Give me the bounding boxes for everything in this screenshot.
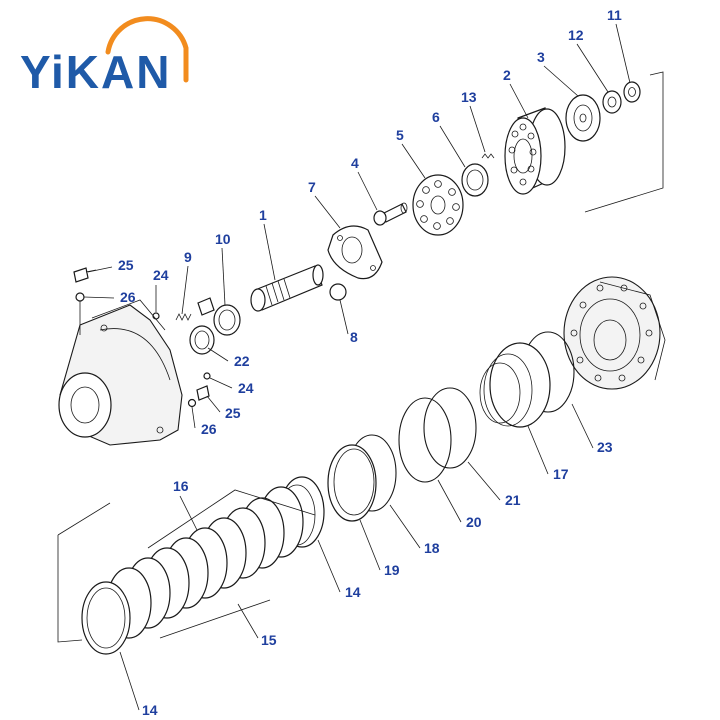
callout-c25a: 25 [118,257,134,273]
part-4-piston [373,202,408,226]
part-8-ball [329,283,347,301]
callout-c21: 21 [505,492,521,508]
logo-text: YiKAN [20,46,171,98]
part-7-swash-plate [327,225,383,280]
part-26-seal-bottom [187,398,197,408]
callout-c7: 7 [308,179,316,195]
motor-housing [58,299,183,446]
callout-labels: 11 12 3 2 13 6 5 4 7 1 10 9 25 24 26 8 22 24 25 26 23 17 16 21 2… [118,7,622,718]
leader-lines [79,23,631,711]
part-1-shaft [250,264,324,312]
part-13-spring [481,153,495,159]
brand-logo: YiKAN [20,16,189,98]
part-19-ring [327,444,377,522]
part-11-nut [623,81,641,103]
logo-arc [105,16,189,83]
callout-c11: 11 [607,7,622,23]
callout-c22: 22 [234,353,250,369]
callout-c19: 19 [384,562,400,578]
part-26-seal-top [75,292,85,302]
callout-c8: 8 [350,329,358,345]
callout-c26a: 26 [120,289,136,305]
callout-c6: 6 [432,109,440,125]
clutch-disc-stack [81,476,325,655]
callout-c26b: 26 [201,421,217,437]
callout-c13: 13 [461,89,477,105]
part-20-o-ring [398,397,452,483]
callout-c24b: 24 [238,380,254,396]
part-25-bolt-bottom [196,385,210,401]
part-12-washer [602,90,622,114]
callout-c12: 12 [568,27,584,43]
callout-c1: 1 [259,207,267,223]
part-17-brake-piston [479,342,551,428]
part-22-ring [189,325,215,355]
group-bracket-lines [147,489,316,639]
part-21-o-ring [423,387,477,469]
callout-c3: 3 [537,49,545,65]
part-9-spring-plug [175,297,215,321]
callout-c16: 16 [173,478,189,494]
callout-c4: 4 [351,155,359,171]
part-25-bolt-top [73,267,97,283]
reduction-gear-housing [563,276,666,390]
part-6-ring [461,163,489,197]
part-3-valve-plate [565,94,601,142]
callout-c17: 17 [553,466,569,482]
callout-c23: 23 [597,439,613,455]
callout-c25b: 25 [225,405,241,421]
part-5-retainer-plate [412,174,464,236]
callout-c24a: 24 [153,267,169,283]
callout-c18: 18 [424,540,440,556]
part-10-bearing [213,304,241,336]
callout-c14a: 14 [345,584,361,600]
callout-c15: 15 [261,632,277,648]
frame-lines [57,71,664,643]
callout-c10: 10 [215,231,231,247]
callout-c2: 2 [503,67,511,83]
callout-c20: 20 [466,514,482,530]
part-2-cylinder-block [504,107,566,195]
callout-c9: 9 [184,249,192,265]
callout-c5: 5 [396,127,404,143]
callout-c14b: 14 [142,702,158,718]
